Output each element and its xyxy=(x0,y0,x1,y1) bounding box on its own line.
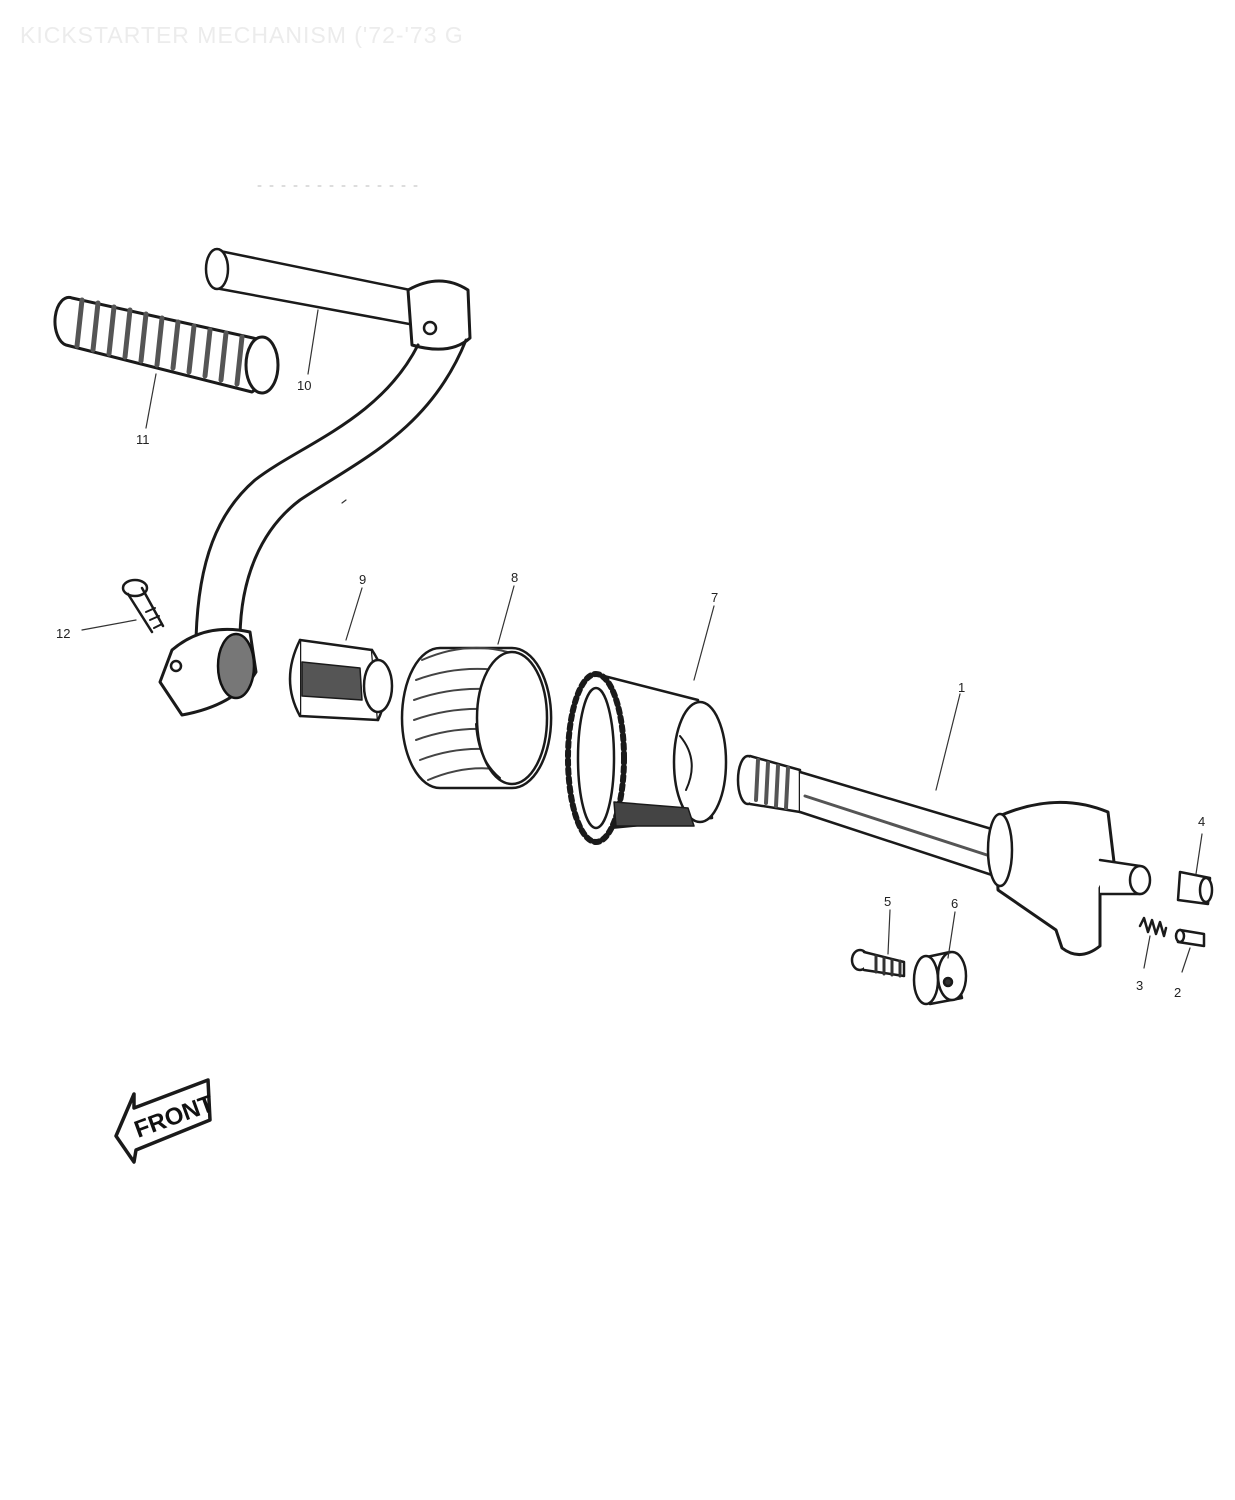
callout-5: 5 xyxy=(884,894,891,909)
part-spring xyxy=(1138,916,1168,938)
part-pedal-arm xyxy=(158,247,472,717)
part-bolt xyxy=(850,948,906,978)
part-roller xyxy=(912,950,968,1006)
callout-6: 6 xyxy=(951,896,958,911)
callout-4: 4 xyxy=(1198,814,1205,829)
part-return-spring xyxy=(400,646,553,790)
part-pin xyxy=(1174,928,1206,948)
page-title: KICKSTARTER MECHANISM ('72-'73 G xyxy=(20,22,464,48)
part-pedal-rubber xyxy=(53,295,280,395)
leader-lines xyxy=(81,309,1203,973)
callout-labels: 1 2 3 4 5 6 7 8 9 10 11 12 xyxy=(56,378,1205,1000)
callout-10: 10 xyxy=(297,378,311,393)
callout-7: 7 xyxy=(711,590,718,605)
callout-9: 9 xyxy=(359,572,366,587)
callout-8: 8 xyxy=(511,570,518,585)
callout-12: 12 xyxy=(56,626,70,641)
part-cap xyxy=(1176,870,1214,906)
part-kick-gear xyxy=(565,671,728,845)
front-arrow: FRONT xyxy=(114,1078,218,1164)
part-kickstarter-shaft xyxy=(736,754,1152,956)
callout-3: 3 xyxy=(1136,978,1143,993)
part-spring-guide xyxy=(288,638,394,722)
callout-1: 1 xyxy=(958,680,965,695)
callout-11: 11 xyxy=(136,432,150,447)
callout-2: 2 xyxy=(1174,985,1181,1000)
part-clamp-bolt xyxy=(121,578,165,634)
